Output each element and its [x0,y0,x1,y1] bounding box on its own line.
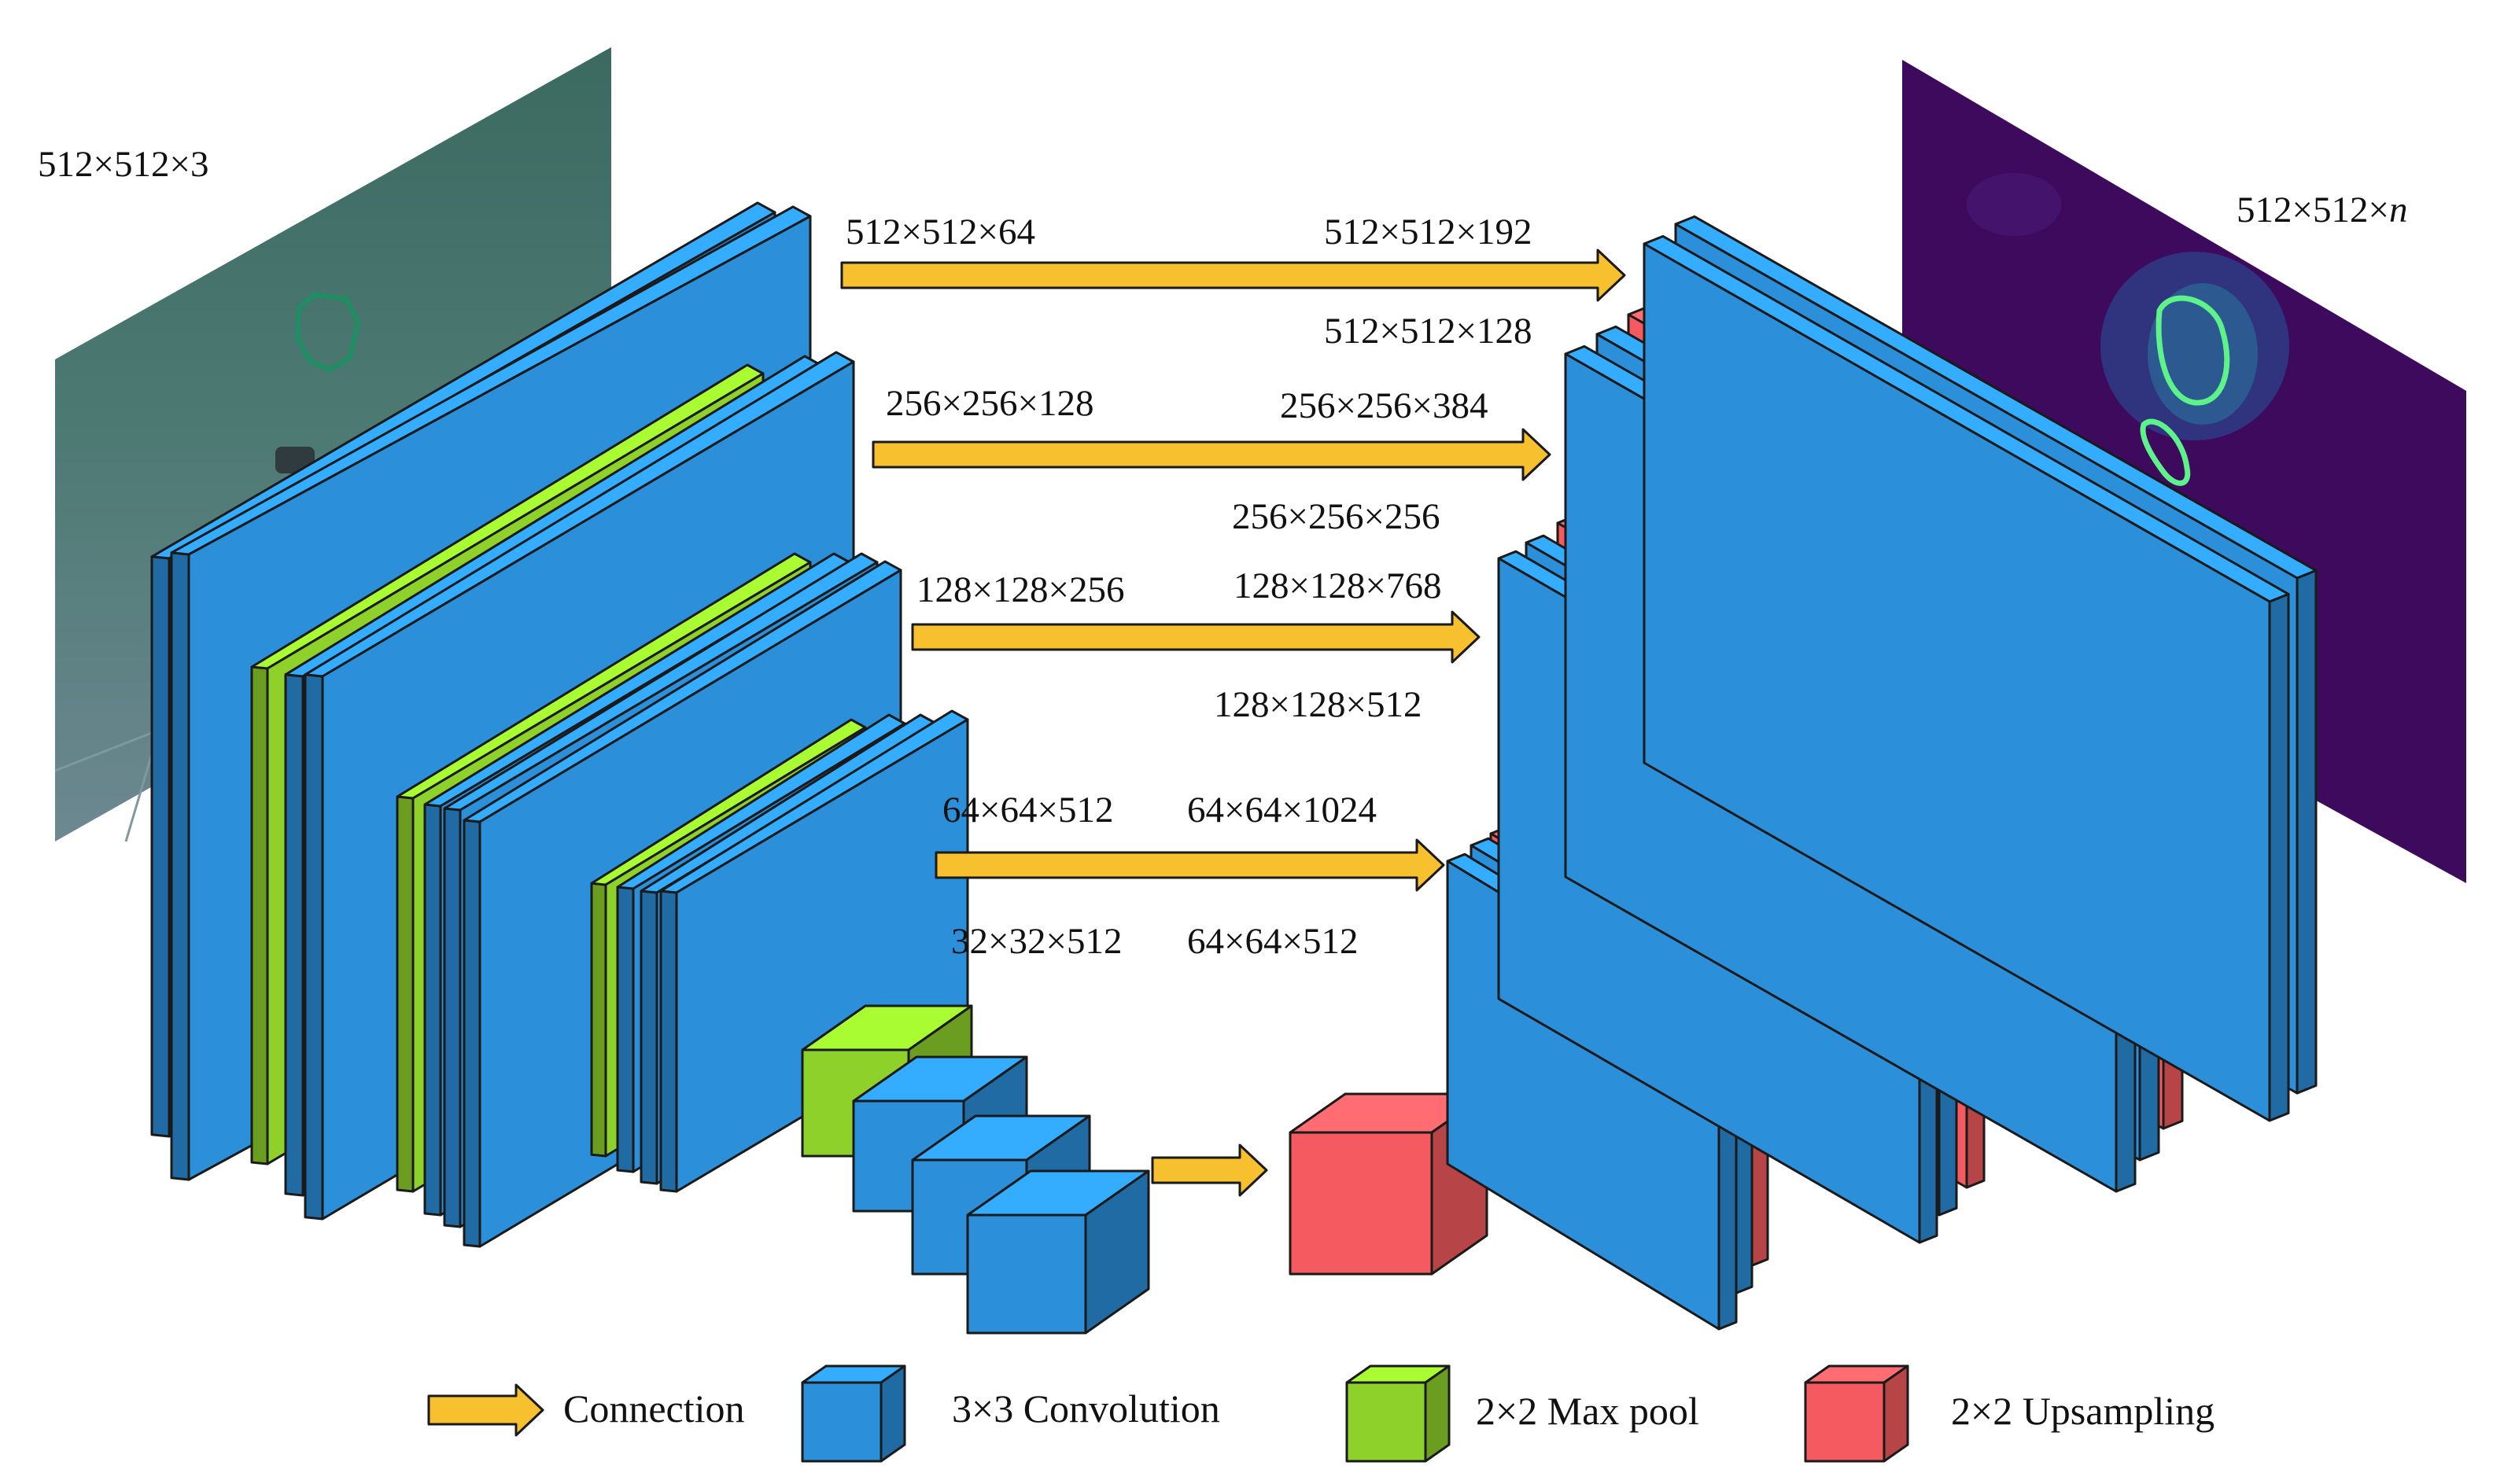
legend-red-cube-icon [1804,1364,1909,1463]
bottleneck-arrow [1151,1143,1268,1197]
dec1-conv-b [1643,234,2290,1122]
legend-icons [427,1364,1909,1463]
output-image [1902,60,2466,883]
legend-blue-cube-icon [801,1364,906,1463]
encoder-label-2: 256×256×128 [886,383,1094,424]
decoder-concat-label-1: 512×512×192 [1324,212,1532,252]
output-contour-2 [2140,418,2191,486]
bottleneck-conv-c [966,1169,1150,1335]
legend-maxpool-label: 2×2 Max pool [1476,1389,1699,1433]
decoder-concat-label-4: 64×64×1024 [1187,790,1377,830]
decoder-up-label-4: 64×64×512 [1187,921,1359,962]
decoder-concat-label-2: 256×256×384 [1280,385,1488,426]
input-size-label: 512×512×3 [38,144,209,185]
skip-arrow-level-1 [840,249,1626,302]
encoder-label-3: 128×128×256 [916,569,1125,610]
output-size-var: n [2389,190,2408,230]
output-size-label: 512×512×n [2237,192,2408,229]
encoder-label-5: 32×32×512 [951,921,1123,962]
skip-arrow-level-3 [911,610,1481,664]
decoder-up-label-1: 512×512×128 [1324,311,1532,352]
output-contour-1 [2156,295,2230,406]
legend-green-cube-icon [1345,1364,1451,1463]
decoder-up-label-3: 128×128×512 [1214,684,1422,725]
output-size-prefix: 512×512× [2237,190,2390,230]
connection-arrows [840,249,1626,1197]
encoder-label-1: 512×512×64 [846,212,1036,252]
input-scribble [294,292,361,373]
network-blocks [150,201,2318,1335]
enc4-conv-c [659,709,969,1193]
legend-convolution-label: 3×3 Convolution [952,1386,1220,1431]
encoder-label-4: 64×64×512 [942,790,1114,830]
decoder-concat-label-3: 128×128×768 [1234,565,1442,606]
legend-connection-label: Connection [563,1386,745,1431]
decoder-up-label-2: 256×256×256 [1232,496,1440,537]
legend-arrow-icon [427,1383,544,1437]
legend-upsampling-label: 2×2 Upsampling [1951,1389,2215,1433]
skip-arrow-level-4 [935,838,1445,892]
skip-arrow-level-2 [872,428,1551,481]
